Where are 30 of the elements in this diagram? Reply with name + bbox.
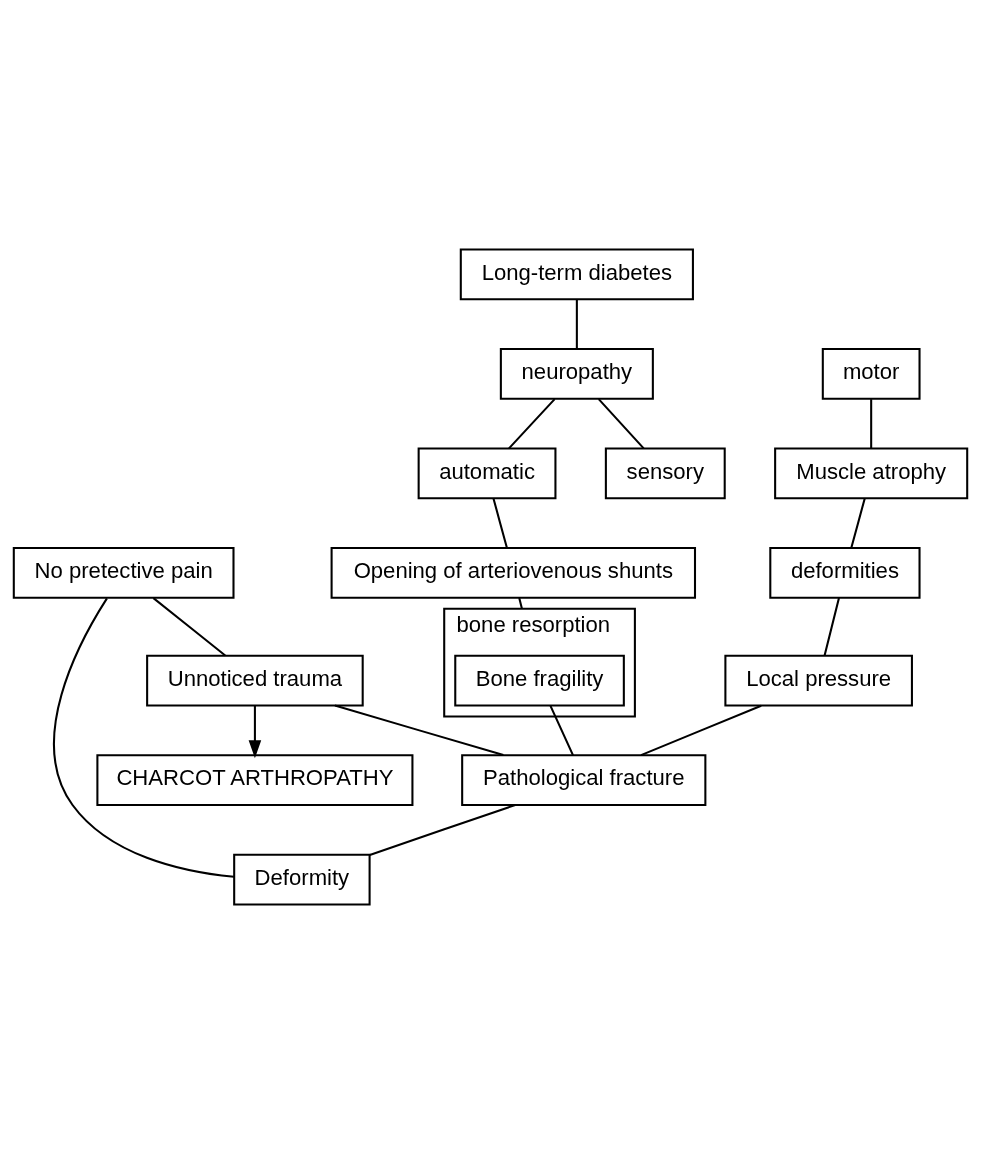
connector bbox=[549, 705, 574, 756]
connector bbox=[53, 597, 234, 878]
connector bbox=[518, 597, 523, 609]
node-box: Unnoticed trauma bbox=[146, 654, 364, 707]
node-box: Opening of arteriovenous shunts bbox=[330, 546, 697, 599]
arrow bbox=[248, 705, 262, 758]
connector bbox=[640, 704, 762, 756]
connector bbox=[152, 596, 226, 656]
node-box: deformities bbox=[769, 546, 921, 599]
connector bbox=[597, 397, 645, 449]
node-box: motor bbox=[821, 347, 921, 400]
connector bbox=[492, 497, 508, 548]
node-box: No pretective pain bbox=[12, 546, 235, 599]
node-box: CHARCOT ARTHROPATHY bbox=[96, 753, 414, 806]
connector bbox=[369, 803, 516, 856]
connector bbox=[334, 704, 504, 756]
node-box: Muscle atrophy bbox=[774, 446, 969, 499]
connector bbox=[870, 398, 873, 448]
node-box: Bone fragility bbox=[454, 654, 625, 707]
node-box: neuropathy bbox=[499, 347, 654, 400]
node-box: Local pressure bbox=[724, 654, 913, 707]
node-box: sensory bbox=[604, 446, 726, 499]
node-box: Deformity bbox=[233, 853, 371, 905]
node-box: Long-term diabetes bbox=[459, 248, 694, 300]
node-box: automatic bbox=[417, 446, 557, 499]
connector bbox=[823, 597, 840, 656]
connector bbox=[575, 299, 578, 349]
connector bbox=[850, 497, 866, 548]
node-box: Pathological fracture bbox=[461, 753, 707, 806]
connector bbox=[508, 397, 556, 449]
